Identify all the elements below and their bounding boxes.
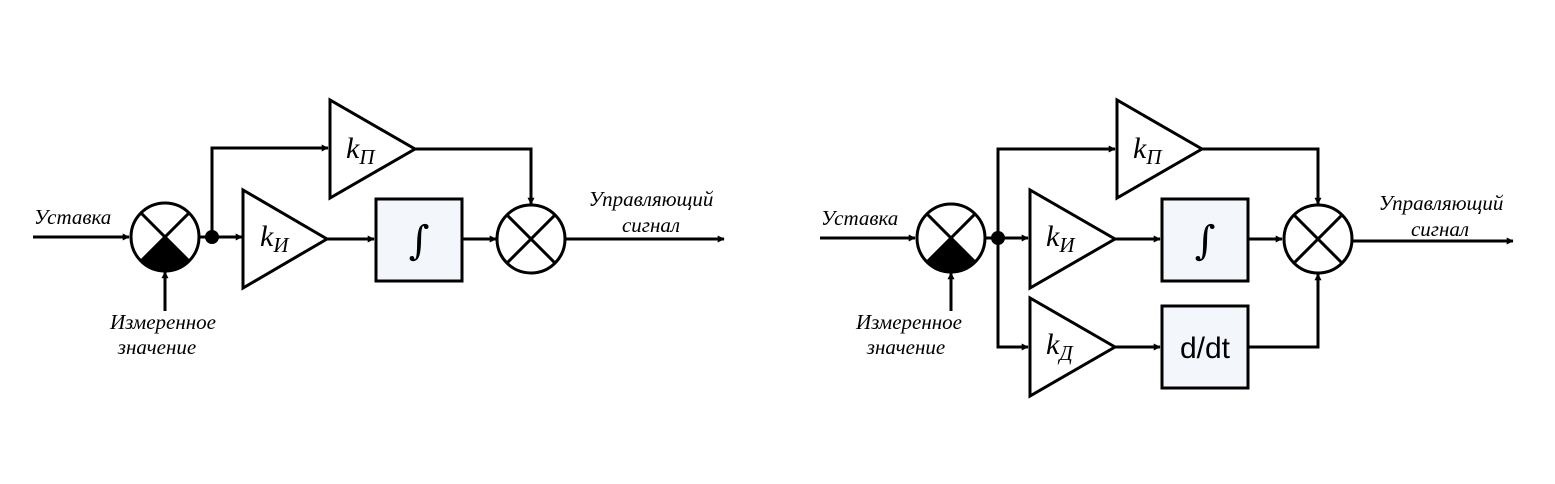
integrator-block: ∫ <box>1160 197 1250 283</box>
summer <box>1282 203 1354 275</box>
output-label-line2: сигнал <box>1411 217 1469 241</box>
svg-text:kИ: kИ <box>1046 220 1076 257</box>
output-label-line1: Управляющий <box>589 187 714 211</box>
setpoint-label: Уставка <box>34 205 111 229</box>
pid-diagram: Уставка Измеренное значение kП kИ <box>820 97 1514 399</box>
output-label-line1: Управляющий <box>1379 191 1504 215</box>
svg-text:∫: ∫ <box>1195 218 1216 264</box>
comparator <box>915 202 987 274</box>
pi-diagram: Уставка Измеренное значение kП kИ <box>33 97 725 359</box>
feedback-label-line1: Измеренное <box>855 310 962 334</box>
gain-d: kД <box>1028 295 1119 399</box>
svg-text:kД: kД <box>1046 328 1074 365</box>
gain-p: kП <box>328 97 419 201</box>
comparator <box>129 201 201 273</box>
svg-text:kП: kП <box>346 132 376 169</box>
gain-i: kИ <box>1028 187 1119 291</box>
gain-p: kП <box>1115 97 1206 201</box>
summer <box>495 203 567 275</box>
svg-text:kИ: kИ <box>260 220 290 257</box>
setpoint-label: Уставка <box>821 206 898 230</box>
svg-text:∫: ∫ <box>409 218 430 264</box>
feedback-label-line2: значение <box>117 335 196 359</box>
integrator-block: ∫ <box>374 197 464 283</box>
feedback-label-line2: значение <box>866 335 945 359</box>
svg-text:kП: kП <box>1133 132 1163 169</box>
derivative-block: d/dt <box>1160 304 1250 390</box>
output-label-line2: сигнал <box>622 213 680 237</box>
feedback-label-line1: Измеренное <box>109 310 216 334</box>
svg-text:d/dt: d/dt <box>1180 332 1231 365</box>
gain-i: kИ <box>241 187 330 291</box>
